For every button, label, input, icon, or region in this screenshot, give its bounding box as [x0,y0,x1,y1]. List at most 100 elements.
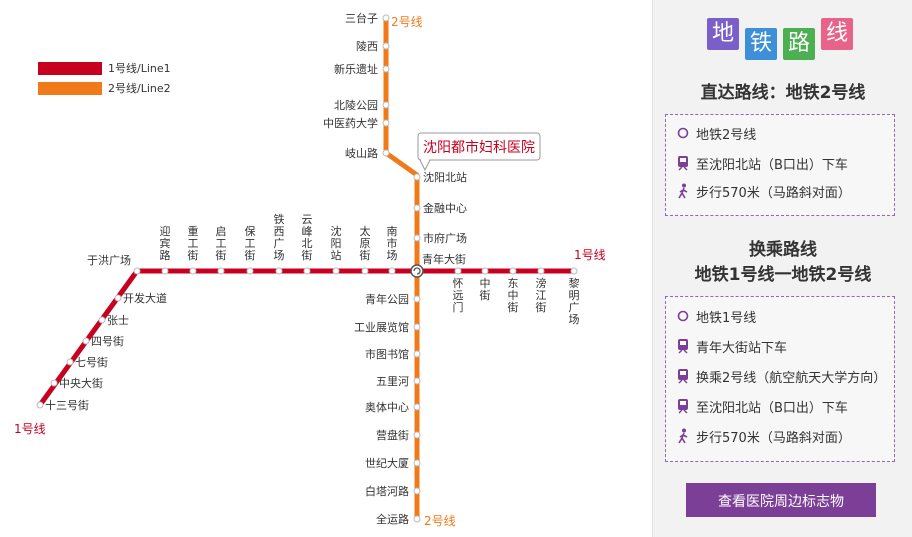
line2-station-dot [382,149,390,157]
title-tile-4: 线 [821,18,853,50]
line1-station-dot [275,267,283,275]
transfer-step-2: 青年大街站下车 [676,335,787,357]
line2-station-label: 陵西 [356,40,378,53]
line1-station-label: 铁西广场 [274,213,285,262]
line2-station-dot [413,350,421,358]
line2-station-label: 工业展览馆 [354,320,409,334]
line2-station-dot [413,204,421,212]
line2-station-label: 市图书馆 [365,347,409,361]
line1-station-dot [454,267,462,275]
circle-icon [676,125,690,141]
line2-station-label: 北陵公园 [334,99,378,112]
direct-step-1-text: 地铁2号线 [696,127,757,143]
view-landmarks-button[interactable]: 查看医院周边标志物 [686,483,876,517]
direct-route-box: 地铁2号线 至沈阳北站（B口出）下车 步行570米（马路斜对面） [665,114,895,216]
legend-line2-swatch [38,81,102,95]
line2-station-dot [382,42,390,50]
line1-station-label: 黎明广场 [569,276,580,326]
line1-station-dot [570,267,578,275]
title-tile-1: 地 [707,18,739,50]
hospital-callout-pointer [419,159,431,172]
line1-station-dot [361,267,369,275]
line1-station-dot [332,267,340,275]
line2-station-dot [382,101,390,109]
line2-label-bottom: 2号线 [424,514,456,528]
line1-station-label: 东中街 [508,277,519,314]
line1-station-label: 迎宾路 [160,225,171,262]
line2-station-label: 青年公园 [365,292,409,306]
line2-station-label: 三台子 [345,11,378,25]
walk-icon [676,428,690,444]
line1-station-dot [114,294,122,302]
train-icon [676,398,690,414]
transfer-step-3-text: 换乘2号线（航空航天大学方向） [696,370,887,386]
line1-station-label: 怀远门 [453,277,464,314]
map-legend: 1号线/Line1 2号线/Line2 [38,58,171,98]
line1-station-dot [481,267,489,275]
line2-station-dot [413,323,421,331]
line1-label-right: 1号线 [574,248,606,262]
line2-station-label: 岐山路 [345,147,378,160]
subway-map: 三台子陵西新乐遗址北陵公园中医药大学岐山路沈阳北站金融中心市府广场青年大街青年公… [14,11,606,528]
line2-station-dot [382,14,390,22]
title-tile-3: 路 [783,28,815,60]
train-icon [676,338,690,354]
line2-station-label: 新乐遗址 [334,62,378,76]
legend-line2-label: 2号线/Line2 [108,82,171,95]
line2-station-dot [413,403,421,411]
direct-step-2: 至沈阳北站（B口出）下车 [676,152,848,174]
transfer-step-1-text: 地铁1号线 [696,310,757,326]
legend-line1: 1号线/Line1 [38,58,171,78]
line2-station-label: 五里河 [376,375,409,388]
direct-step-1: 地铁2号线 [676,122,756,144]
line2-track [383,18,420,520]
title-tile-2: 铁 [745,28,777,60]
line2-station-label: 世纪大厦 [365,456,409,470]
line1-station-label: 滂江街 [536,276,547,314]
line2-station-dot [413,487,421,495]
line2-station-dot [413,234,421,242]
transfer-step-4-text: 至沈阳北站（B口出）下车 [696,400,848,416]
line2-station-label: 奥体中心 [365,400,409,414]
transfer-step-1: 地铁1号线 [676,305,756,327]
direct-step-3: 步行570米（马路斜对面） [676,180,851,202]
legend-line2: 2号线/Line2 [38,78,171,98]
line2-station-label: 中医药大学 [323,116,378,130]
line2-label-top: 2号线 [391,15,423,29]
line2-station-dot [413,295,421,303]
line2-station-label: 营盘街 [376,428,409,442]
line1-station-dot [189,267,197,275]
circle-icon [676,308,690,324]
line1-station-label: 开发大道 [123,291,167,305]
legend-line1-label: 1号线/Line1 [108,62,171,75]
line2-station-label: 市府广场 [423,231,467,245]
train-icon [676,368,690,384]
line1-station-dot [537,267,545,275]
line1-station-dot [82,337,90,345]
route-panel: 地 铁 路 线 直达路线：地铁2号线 地铁2号线 至沈阳北站（B口出）下车 步行… [652,0,912,537]
direct-step-2-text: 至沈阳北站（B口出）下车 [696,157,848,173]
line1-station-label: 七号街 [75,355,108,369]
line1-station-dot [217,267,225,275]
transfer-step-5: 步行570米（马路斜对面） [676,425,851,447]
line2-station-dot [413,459,421,467]
line1-label-bottom: 1号线 [14,422,46,436]
transfer-step-3: 换乘2号线（航空航天大学方向） [676,365,886,387]
line1-station-label: 南市场 [387,225,398,262]
line2-station-dot [413,377,421,385]
line1-station-label: 中央大街 [59,376,103,390]
line1-station-label: 沈阳站 [331,224,342,262]
line1-station-dot [98,316,106,324]
transfer-step-5-text: 步行570米（马路斜对面） [696,430,851,446]
line1-station-dot [50,379,58,387]
line1-station-label: 重工街 [188,224,199,262]
line1-station-label: 云峰北街 [302,213,313,262]
transfer-station-icon [410,264,424,278]
line1-station-dot [133,267,141,275]
line1-station-dot [509,267,517,275]
line2-station-dot [382,119,390,127]
line1-station-dot [246,267,254,275]
walk-icon [676,183,690,199]
hospital-callout-gap [421,158,429,161]
line1-station-label: 启工街 [216,225,227,262]
